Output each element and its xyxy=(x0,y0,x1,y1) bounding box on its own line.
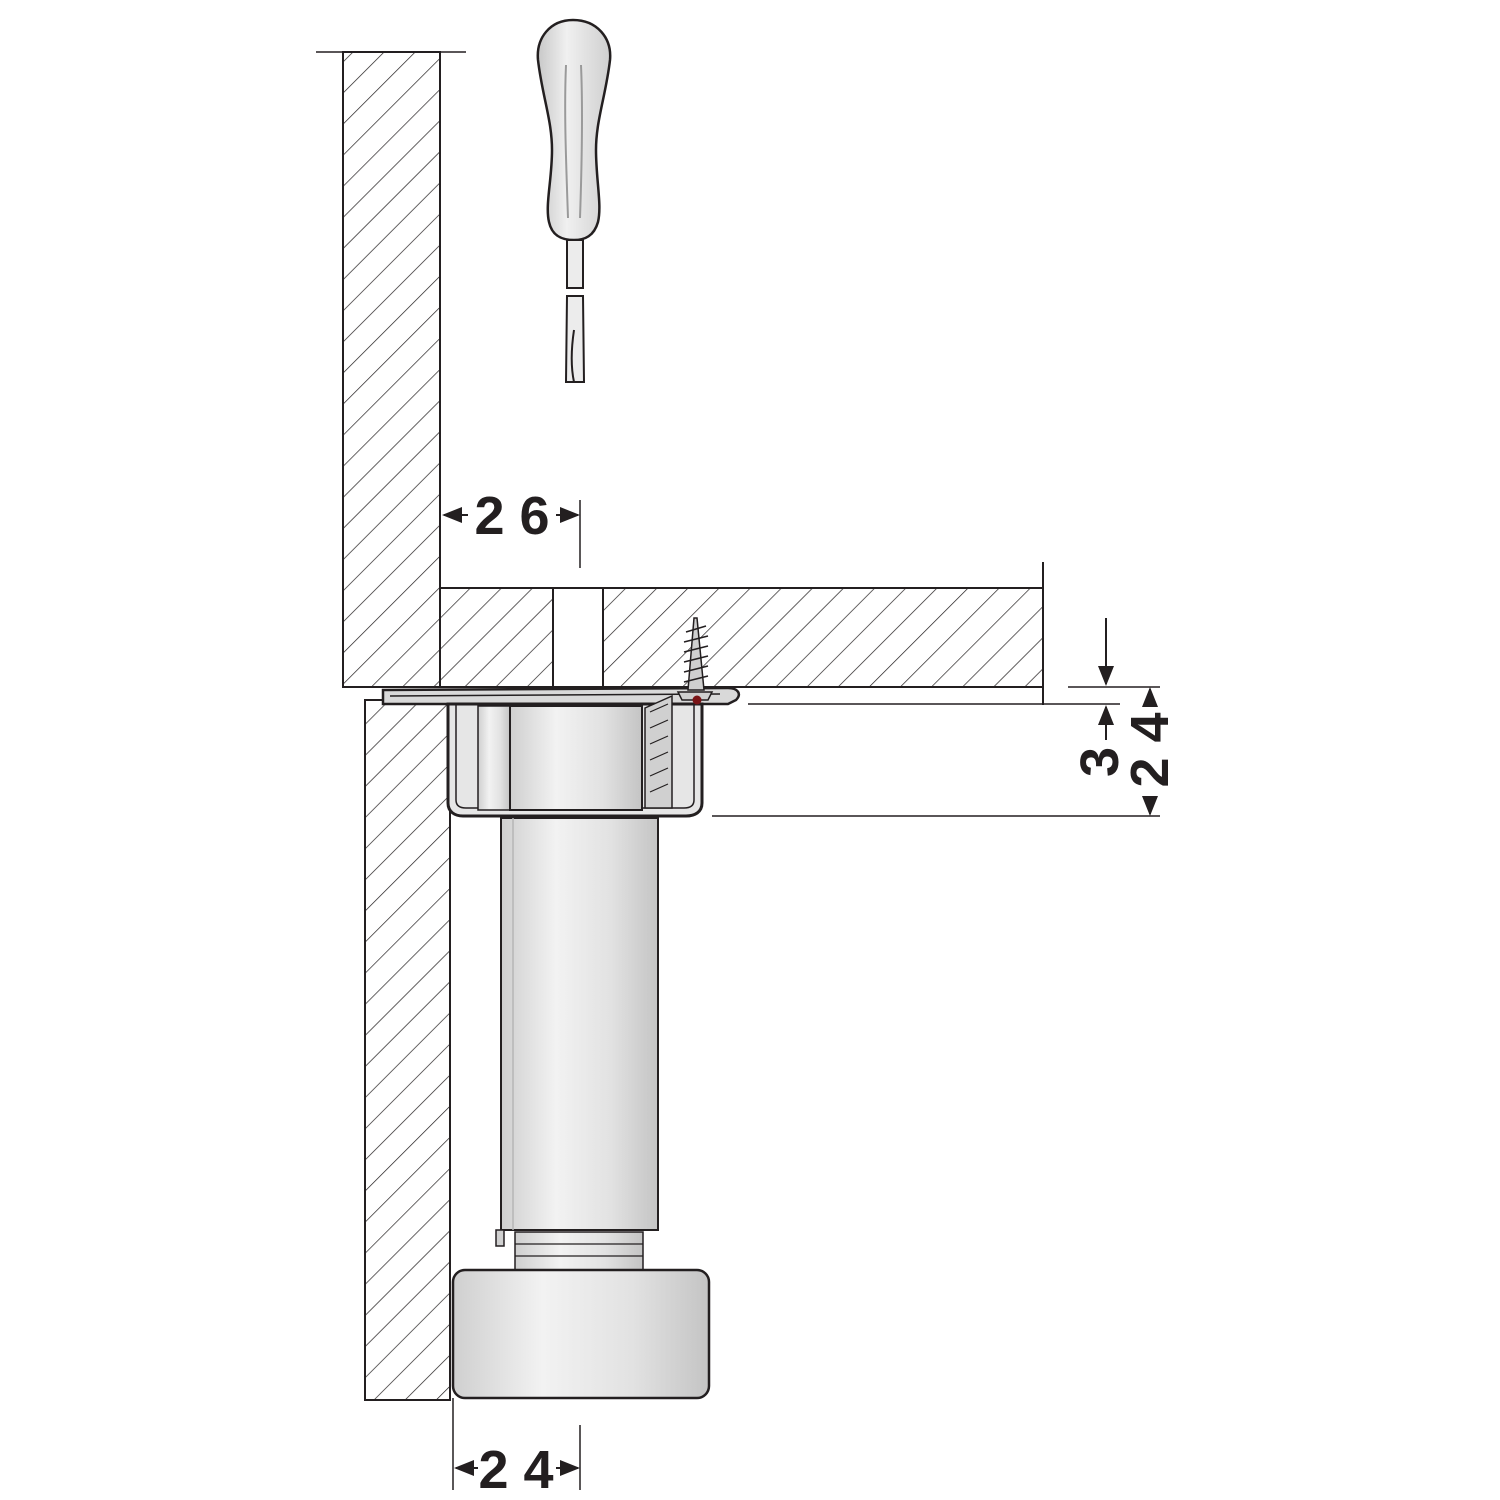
adjuster-collar xyxy=(495,1229,644,1271)
plinth-panel xyxy=(364,699,451,1401)
dimension-cup-height: 2 4 xyxy=(1120,687,1180,816)
dimension-label-cup: 2 4 xyxy=(1120,712,1180,787)
bottom-panel-right xyxy=(602,562,1044,705)
leg-tube xyxy=(500,817,659,1231)
leg-housing-cup xyxy=(446,694,704,818)
screw-head-dot xyxy=(692,695,702,705)
wood-screw-icon xyxy=(676,617,714,705)
mounting-flange xyxy=(381,686,740,706)
dimension-leg-offset: 2 4 xyxy=(452,1398,581,1500)
drilled-hole xyxy=(552,587,604,688)
dimension-label-top: 2 6 xyxy=(474,486,549,546)
dimension-top-offset: 2 6 xyxy=(442,486,581,568)
upper-side-panel xyxy=(342,51,441,688)
leg-foot xyxy=(451,1268,711,1400)
dimension-label-bottom: 2 4 xyxy=(478,1440,553,1500)
dimension-flange-thickness: 3 xyxy=(1070,618,1130,777)
bottom-panel-left xyxy=(439,587,554,688)
screwdriver-icon xyxy=(536,18,612,383)
dimension-label-flange: 3 xyxy=(1070,747,1130,777)
